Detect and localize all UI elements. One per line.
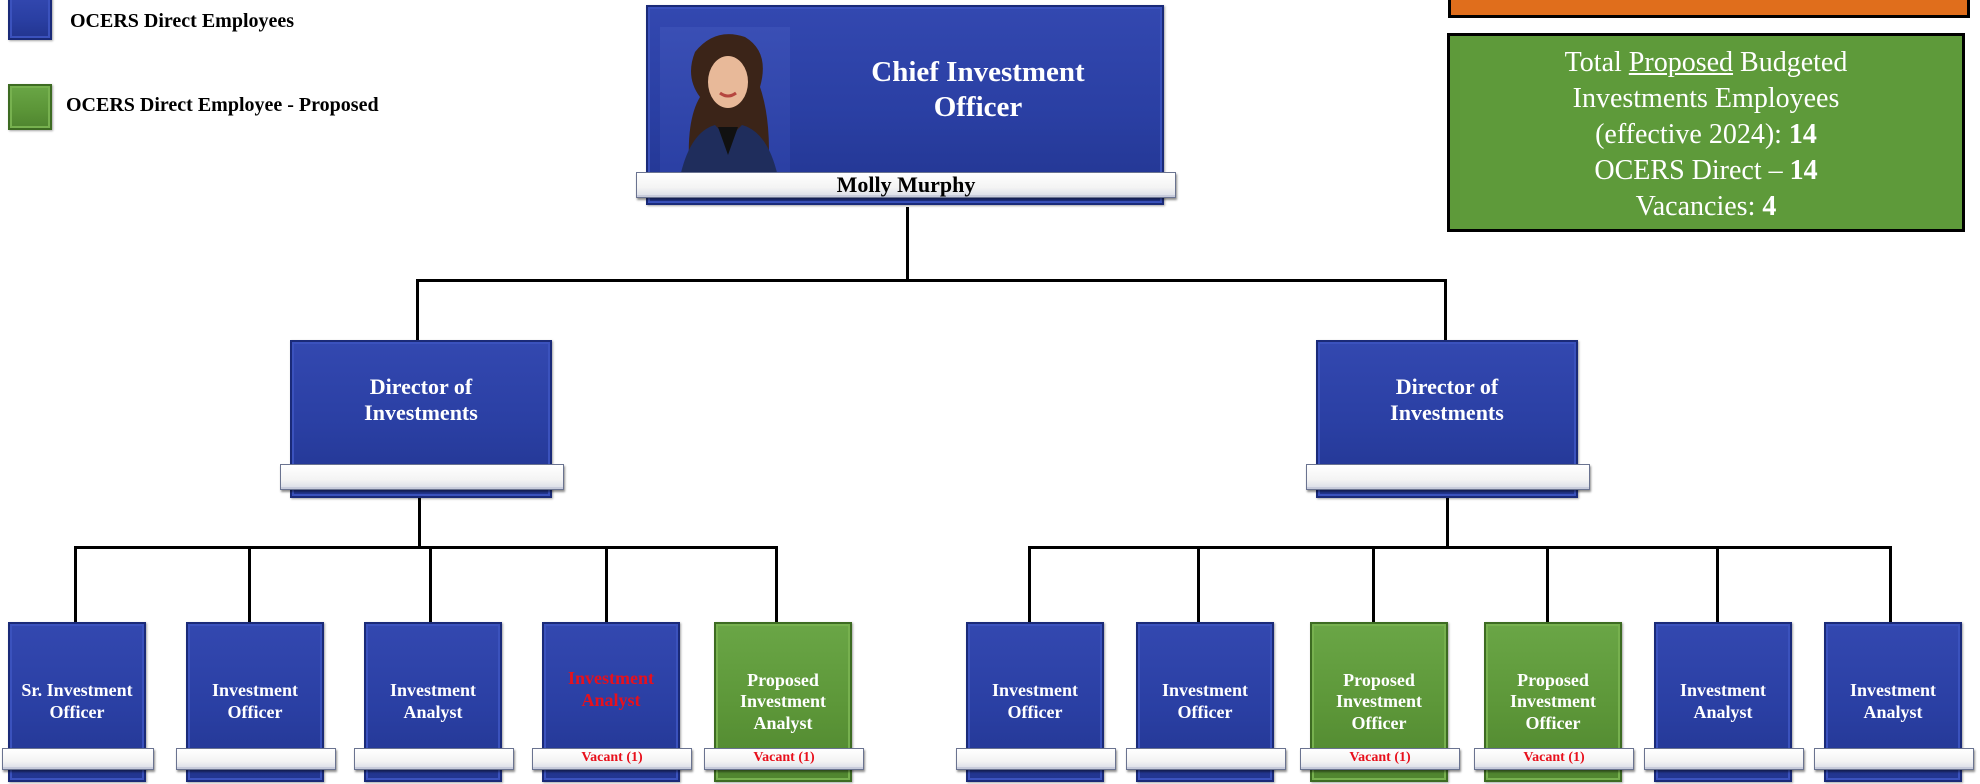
director-nameplate-right	[1306, 464, 1590, 490]
staff-title: Investment Officer	[1162, 680, 1248, 722]
staff-nameplate-vacant: Vacant (1)	[704, 748, 864, 770]
staff-title: Sr. Investment Officer	[21, 680, 133, 722]
staff-nameplate	[354, 748, 514, 770]
staff-nameplate-vacant: Vacant (1)	[532, 748, 692, 770]
legend-swatch-direct	[8, 0, 52, 40]
connector-cio-down	[906, 207, 909, 281]
summary-line-1: Total Proposed Budgeted	[1564, 47, 1848, 78]
staff-title: Proposed Investment Officer	[1336, 669, 1422, 733]
director-nameplate-left	[280, 464, 564, 490]
cio-nameplate: Molly Murphy	[636, 172, 1176, 198]
connector-director-right-down	[1446, 498, 1449, 548]
staff-nameplate	[176, 748, 336, 770]
connector-left-5	[775, 546, 778, 622]
staff-title: Proposed Investment Officer	[1510, 669, 1596, 733]
orange-summary-box	[1448, 0, 1970, 18]
summary-line-2: Investments Employees	[1572, 83, 1840, 114]
summary-line-5: Vacancies: 4	[1635, 191, 1777, 222]
legend-label-direct: OCERS Direct Employees	[70, 10, 295, 32]
connector-left-4	[605, 546, 608, 622]
connector-director-left-down	[418, 498, 421, 548]
staff-nameplate	[1814, 748, 1974, 770]
cio-box: Chief Investment Officer	[646, 5, 1164, 205]
cio-title: Chief Investment Officer	[871, 56, 1085, 123]
summary-line-3: (effective 2024): 14	[1595, 119, 1817, 150]
connector-right-5	[1716, 546, 1719, 622]
staff-title: Investment Analyst	[1850, 680, 1936, 722]
staff-title: Proposed Investment Analyst	[740, 669, 826, 733]
legend-swatch-proposed	[8, 84, 52, 130]
staff-title: Investment Analyst	[390, 680, 476, 722]
connector-right-4	[1546, 546, 1549, 622]
legend-label-proposed: OCERS Direct Employee - Proposed	[66, 94, 379, 116]
staff-title: Investment Officer	[212, 680, 298, 722]
staff-nameplate	[2, 748, 154, 770]
connector-right-1	[1028, 546, 1031, 622]
staff-nameplate-vacant: Vacant (1)	[1300, 748, 1460, 770]
director-title-right: Director of Investments	[1390, 373, 1504, 425]
staff-nameplate	[1126, 748, 1286, 770]
connector-right-horizontal	[1028, 546, 1892, 549]
staff-title-vacant: Investment Analyst	[568, 668, 654, 710]
staff-title: Investment Analyst	[1680, 680, 1766, 722]
connector-to-director-right	[1444, 279, 1447, 341]
staff-nameplate	[956, 748, 1116, 770]
connector-right-6	[1889, 546, 1892, 622]
connector-left-2	[248, 546, 251, 622]
connector-right-3	[1372, 546, 1375, 622]
summary-line-4: OCERS Direct – 14	[1594, 155, 1818, 186]
connector-left-horizontal	[74, 546, 778, 549]
staff-nameplate-vacant: Vacant (1)	[1474, 748, 1634, 770]
connector-left-3	[429, 546, 432, 622]
connector-left-1	[74, 546, 77, 622]
staff-nameplate	[1644, 748, 1804, 770]
connector-top-horizontal	[416, 279, 1447, 282]
connector-to-director-left	[416, 279, 419, 341]
director-title-left: Director of Investments	[364, 373, 478, 425]
connector-right-2	[1197, 546, 1200, 622]
staff-title: Investment Officer	[992, 680, 1078, 722]
summary-box: Total Proposed Budgeted Investments Empl…	[1447, 33, 1965, 232]
portrait-photo-icon	[660, 27, 790, 177]
